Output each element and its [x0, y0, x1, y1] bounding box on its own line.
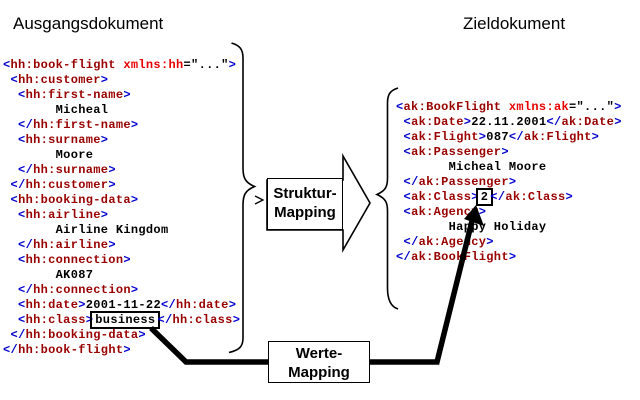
value-mapping-label: Werte- Mapping	[268, 341, 370, 383]
code-line: Moore	[3, 148, 94, 162]
target-xml-code: <ak:BookFlight xmlns:ak="..."> <ak:Date>…	[396, 100, 622, 265]
code-line: <hh:book-flight xmlns:hh="...">	[3, 58, 237, 72]
code-line: Micheal Moore	[396, 160, 547, 174]
code-line: Happy Holiday	[396, 220, 547, 234]
right-brace	[375, 87, 399, 310]
source-document-title: Ausgangsdokument	[13, 14, 164, 33]
code-line: </ak:BookFlight>	[396, 250, 517, 264]
code-line: AK087	[3, 268, 94, 282]
code-line: Airline Kingdom	[3, 223, 169, 237]
code-line: </hh:first-name>	[18, 118, 139, 132]
code-line: <ak:Flight>087</ak:Flight>	[403, 130, 600, 144]
code-line: </hh:book-flight>	[3, 343, 131, 357]
code-line: <hh:surname>	[18, 133, 109, 147]
code-line: <hh:airline>	[18, 208, 109, 222]
code-line: <hh:customer>	[10, 73, 109, 87]
code-line: <ak:Class>2</ak:Class>	[403, 188, 574, 206]
code-line: <hh:booking-data>	[10, 193, 139, 207]
code-line: <ak:Agency>	[403, 205, 487, 219]
code-line: </ak:Passenger>	[403, 175, 517, 189]
code-line: <ak:Date>22.11.2001</ak:Date>	[403, 115, 622, 129]
code-line: </hh:connection>	[18, 283, 139, 297]
brace-pointer-tick	[254, 195, 265, 205]
code-line: </hh:customer>	[10, 178, 116, 192]
target-document-title: Zieldokument	[463, 14, 566, 33]
source-xml-code: <hh:book-flight xmlns:hh="..."> <hh:cust…	[3, 58, 240, 358]
code-line: </hh:surname>	[18, 163, 116, 177]
structure-mapping-label: Struktur- Mapping	[267, 178, 343, 230]
code-line: </hh:booking-data>	[10, 328, 146, 342]
code-line: Micheal	[3, 103, 109, 117]
code-line: <ak:BookFlight xmlns:ak="...">	[396, 100, 622, 114]
code-line: <hh:connection>	[18, 253, 131, 267]
code-line: <ak:Passenger>	[403, 145, 509, 159]
code-line: <hh:first-name>	[18, 88, 131, 102]
code-line: </ak:Agency>	[403, 235, 494, 249]
code-line: <hh:class>business</hh:class>	[18, 311, 241, 329]
code-line: </hh:airline>	[18, 238, 116, 252]
